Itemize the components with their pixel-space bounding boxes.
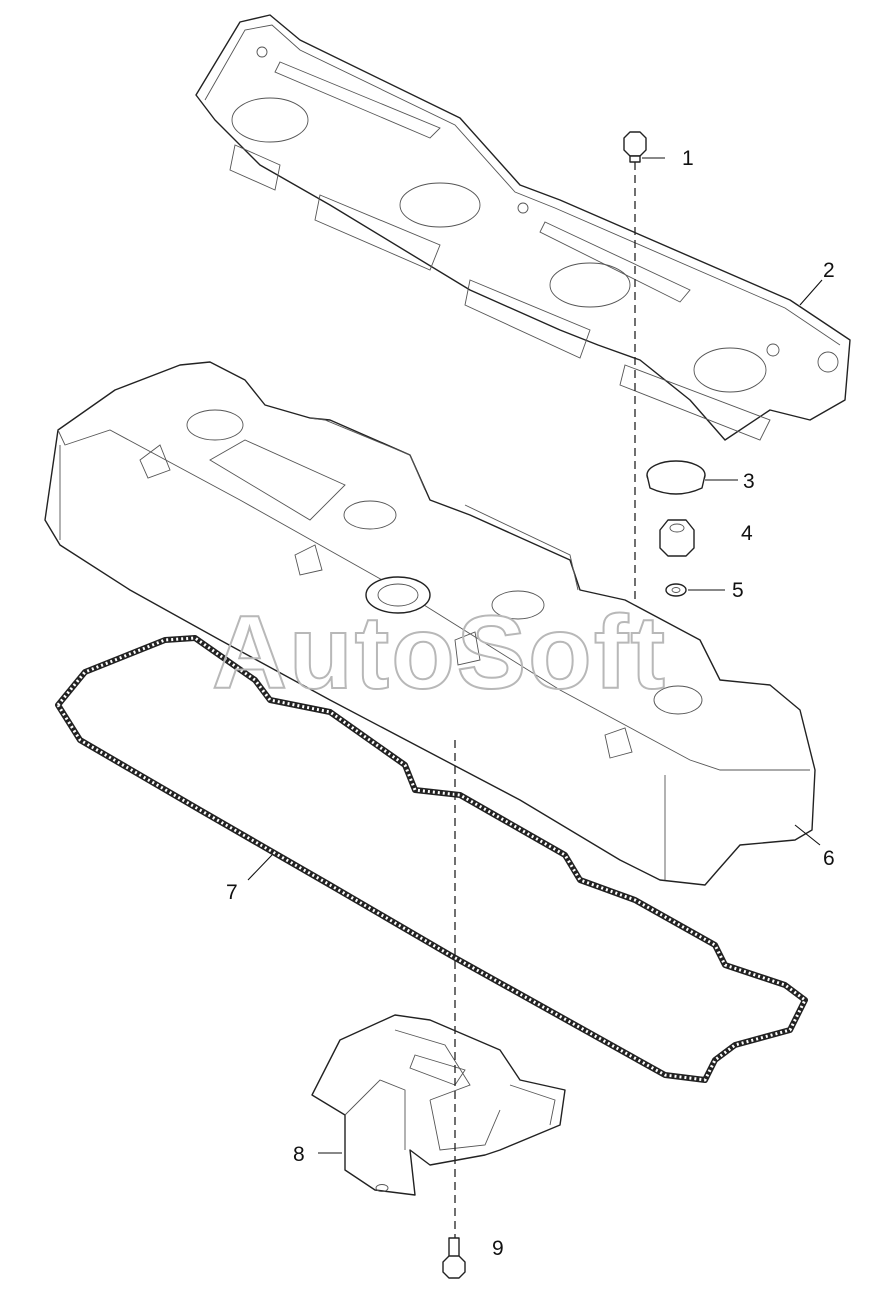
part-2-upper-cover bbox=[195, 14, 851, 441]
callout-4: 4 bbox=[741, 522, 753, 545]
part-7-gasket bbox=[55, 635, 808, 1083]
part-8-bracket bbox=[311, 1014, 566, 1196]
callout-6: 6 bbox=[823, 847, 835, 870]
part-3-cap bbox=[646, 460, 706, 495]
part-1-bolt bbox=[623, 131, 647, 163]
part-5-washer bbox=[665, 583, 687, 597]
part-4-nut bbox=[659, 519, 695, 557]
part-9-bolt bbox=[442, 1237, 466, 1279]
part-6-valve-cover bbox=[44, 361, 816, 886]
callout-5: 5 bbox=[732, 579, 744, 602]
leader-lines bbox=[247, 157, 823, 1154]
callout-2: 2 bbox=[823, 259, 835, 282]
callout-1: 1 bbox=[682, 147, 694, 170]
callout-9: 9 bbox=[492, 1237, 504, 1260]
watermark: AutoSoft bbox=[212, 595, 667, 711]
callout-8: 8 bbox=[293, 1143, 305, 1166]
callout-3: 3 bbox=[743, 470, 755, 493]
callout-7: 7 bbox=[226, 881, 238, 904]
